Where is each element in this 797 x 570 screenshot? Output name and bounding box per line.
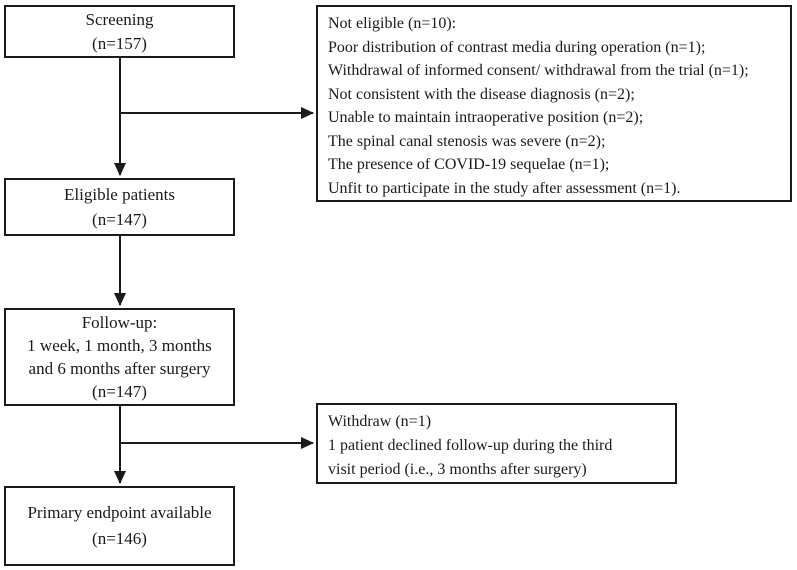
screening-title: Screening <box>85 9 154 29</box>
withdraw-box: Withdraw (n=1) 1 patient declined follow… <box>316 403 677 484</box>
screening-box: Screening (n=157) <box>4 5 235 58</box>
followup-schedule: 1 week, 1 month, 3 months <box>27 336 212 355</box>
followup-box: Follow-up: 1 week, 1 month, 3 months and… <box>4 308 235 406</box>
withdraw-detail: 1 patient declined follow-up during the … <box>328 437 613 454</box>
followup-count: (n=147) <box>92 382 147 401</box>
not-eligible-reason: Unable to maintain intraoperative positi… <box>328 109 644 126</box>
not-eligible-box: Not eligible (n=10): Poor distribution o… <box>316 5 792 202</box>
followup-schedule: and 6 months after surgery <box>28 359 211 378</box>
not-eligible-reason: The spinal canal stenosis was severe (n=… <box>328 132 606 150</box>
primary-title: Primary endpoint available <box>27 503 212 522</box>
not-eligible-reason: Withdrawal of informed consent/ withdraw… <box>328 62 749 79</box>
not-eligible-reason: Not consistent with the disease diagnosi… <box>328 85 635 103</box>
eligible-title: Eligible patients <box>64 185 175 204</box>
not-eligible-reason: Poor distribution of contrast media duri… <box>328 38 706 56</box>
withdraw-detail: visit period (i.e., 3 months after surge… <box>328 461 587 478</box>
eligible-count: (n=147) <box>92 210 147 229</box>
primary-endpoint-box: Primary endpoint available (n=146) <box>4 486 235 566</box>
followup-title: Follow-up: <box>81 313 158 332</box>
withdraw-title: Withdraw (n=1) <box>328 413 432 430</box>
screening-count: (n=157) <box>92 33 147 53</box>
eligible-patients-box: Eligible patients (n=147) <box>4 178 235 236</box>
not-eligible-reason: Unfit to participate in the study after … <box>328 179 681 197</box>
primary-count: (n=146) <box>92 529 147 548</box>
not-eligible-title: Not eligible (n=10): <box>328 15 457 32</box>
not-eligible-reason: The presence of COVID-19 sequelae (n=1); <box>328 156 610 173</box>
